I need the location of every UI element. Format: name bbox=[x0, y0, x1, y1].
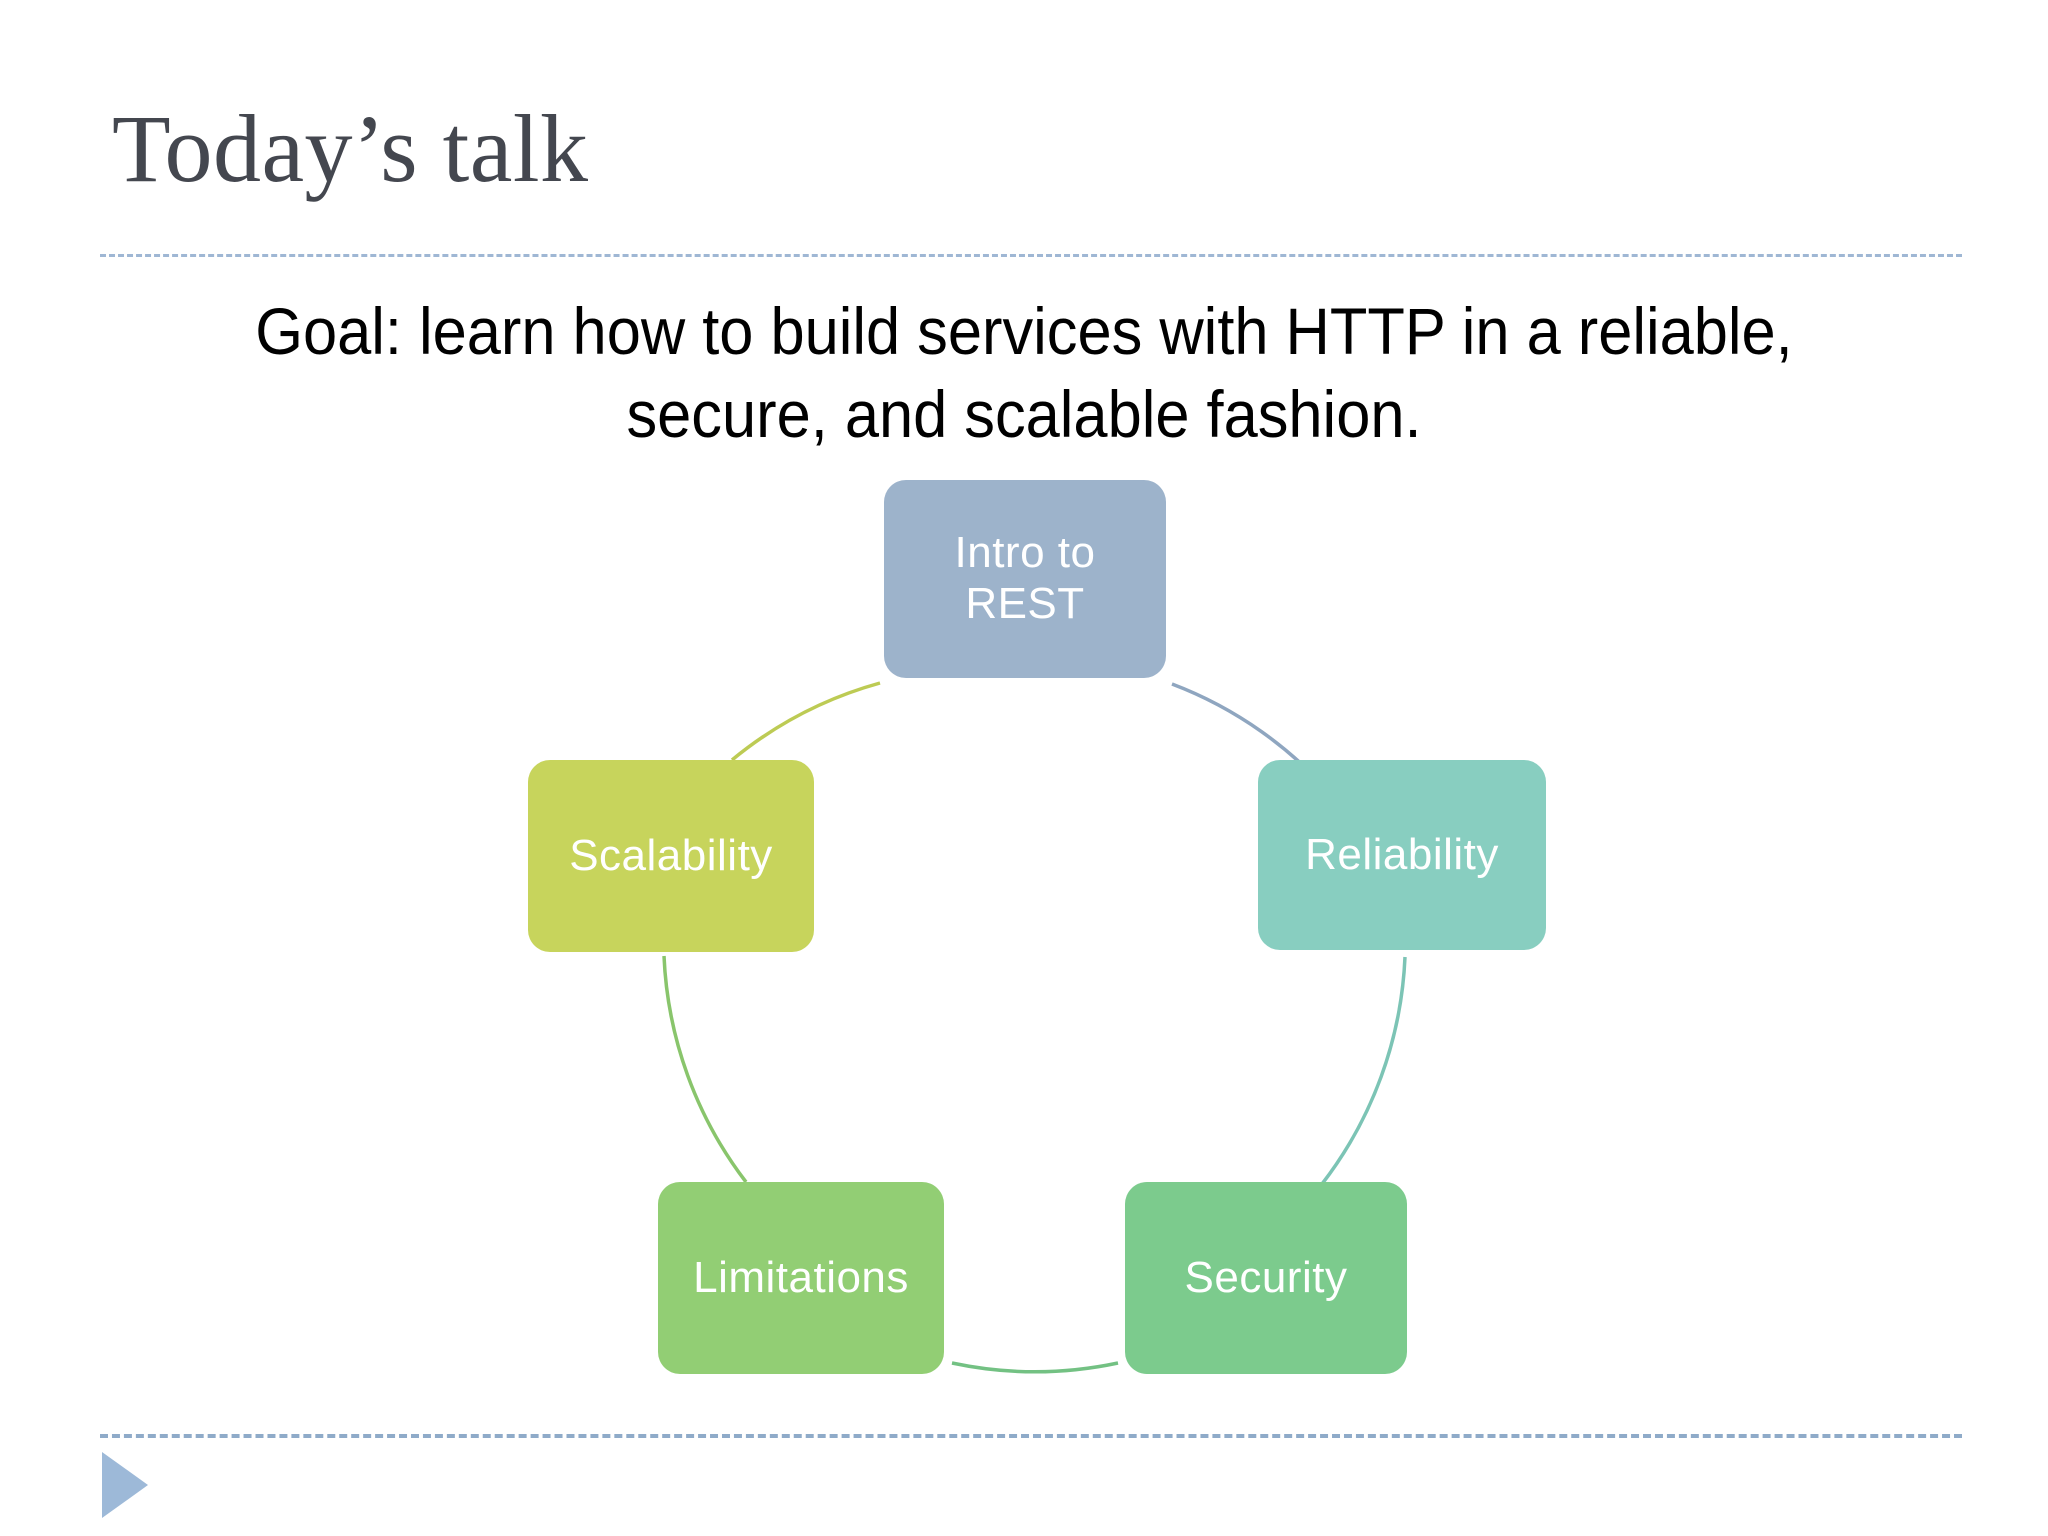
cycle-node-label: Security bbox=[1184, 1252, 1348, 1302]
header-divider bbox=[100, 254, 1962, 257]
cycle-node-reliability[interactable]: Reliability bbox=[1258, 760, 1546, 950]
slide-body-text: Goal: learn how to build services with H… bbox=[183, 290, 1864, 456]
play-triangle-icon bbox=[102, 1452, 148, 1518]
page-title: Today’s talk bbox=[112, 95, 589, 202]
arc-1 bbox=[1320, 956, 1407, 1186]
cycle-node-label: Limitations bbox=[693, 1252, 909, 1302]
cycle-node-label: Intro to REST bbox=[954, 528, 1096, 628]
footer-divider bbox=[100, 1434, 1962, 1438]
arc-2 bbox=[951, 1361, 1119, 1374]
cycle-node-security[interactable]: Security bbox=[1125, 1182, 1407, 1374]
cycle-node-limitations[interactable]: Limitations bbox=[658, 1182, 944, 1374]
cycle-node-intro-to-rest[interactable]: Intro to REST bbox=[884, 480, 1166, 678]
arc-3 bbox=[662, 955, 748, 1184]
body-line-2: secure, and scalable fashion. bbox=[626, 377, 1422, 452]
cycle-node-label: Reliability bbox=[1305, 829, 1499, 879]
arc-4 bbox=[730, 681, 881, 762]
cycle-node-label: Scalability bbox=[569, 830, 773, 880]
body-line-1: Goal: learn how to build services with H… bbox=[255, 294, 1793, 368]
cycle-node-scalability[interactable]: Scalability bbox=[528, 760, 814, 952]
cycle-diagram: Intro to REST Reliability Security Limit… bbox=[500, 470, 1600, 1420]
